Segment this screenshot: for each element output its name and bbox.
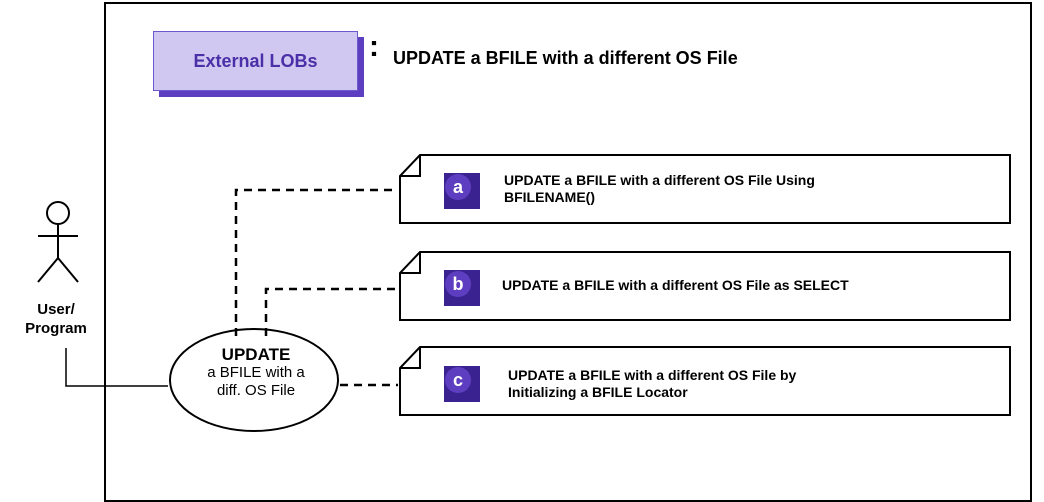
usecase-b-text: UPDATE a BFILE with a different OS File … bbox=[502, 277, 1002, 294]
usecase-note-a bbox=[399, 154, 1011, 224]
title-box-label: External LOBs bbox=[153, 31, 358, 91]
actor-label-line2: Program bbox=[25, 320, 87, 337]
usecase-b-line1: UPDATE a BFILE with a different OS File … bbox=[502, 277, 849, 293]
title-box: External LOBs bbox=[153, 31, 364, 97]
badge-c-icon: c bbox=[444, 366, 480, 402]
usecase-a-line2: BFILENAME() bbox=[504, 189, 595, 205]
connector-b bbox=[264, 287, 398, 336]
usecase-c-text: UPDATE a BFILE with a different OS File … bbox=[508, 367, 998, 401]
actor-label-line1: User/ bbox=[37, 301, 75, 318]
actor-association-line bbox=[65, 348, 168, 387]
usecase-a-line1: UPDATE a BFILE with a different OS File … bbox=[504, 172, 815, 188]
connectors-layer: a b c bbox=[37, 154, 1011, 432]
connector-a bbox=[234, 188, 398, 336]
main-usecase-ellipse bbox=[169, 328, 339, 432]
main-usecase-title: UPDATE bbox=[221, 345, 291, 364]
badge-b-icon: b bbox=[444, 270, 480, 306]
diagram-title: UPDATE a BFILE with a different OS File bbox=[393, 48, 738, 68]
usecase-note-c bbox=[399, 346, 1011, 416]
badge-c-letter: c bbox=[453, 370, 463, 390]
main-usecase-label: UPDATE a BFILE with a diff. OS File bbox=[170, 346, 342, 400]
diagram-canvas: External LOBs : UPDATE a BFILE with a di… bbox=[10, 2, 1032, 502]
usecase-note-b bbox=[399, 251, 1011, 321]
main-usecase-line3: diff. OS File bbox=[216, 382, 296, 399]
title-colon: : bbox=[369, 30, 379, 63]
usecase-c-line1: UPDATE a BFILE with a different OS File … bbox=[508, 367, 797, 383]
usecase-a-text: UPDATE a BFILE with a different OS File … bbox=[504, 172, 1004, 206]
actor-icon bbox=[37, 201, 79, 283]
main-usecase-line2: a BFILE with a bbox=[207, 364, 305, 381]
badge-a-letter: a bbox=[453, 177, 464, 197]
badge-a-icon: a bbox=[444, 173, 480, 209]
badge-b-letter: b bbox=[453, 274, 464, 294]
actor-label: User/ Program bbox=[10, 300, 102, 338]
usecase-c-line2: Initializing a BFILE Locator bbox=[508, 384, 688, 400]
